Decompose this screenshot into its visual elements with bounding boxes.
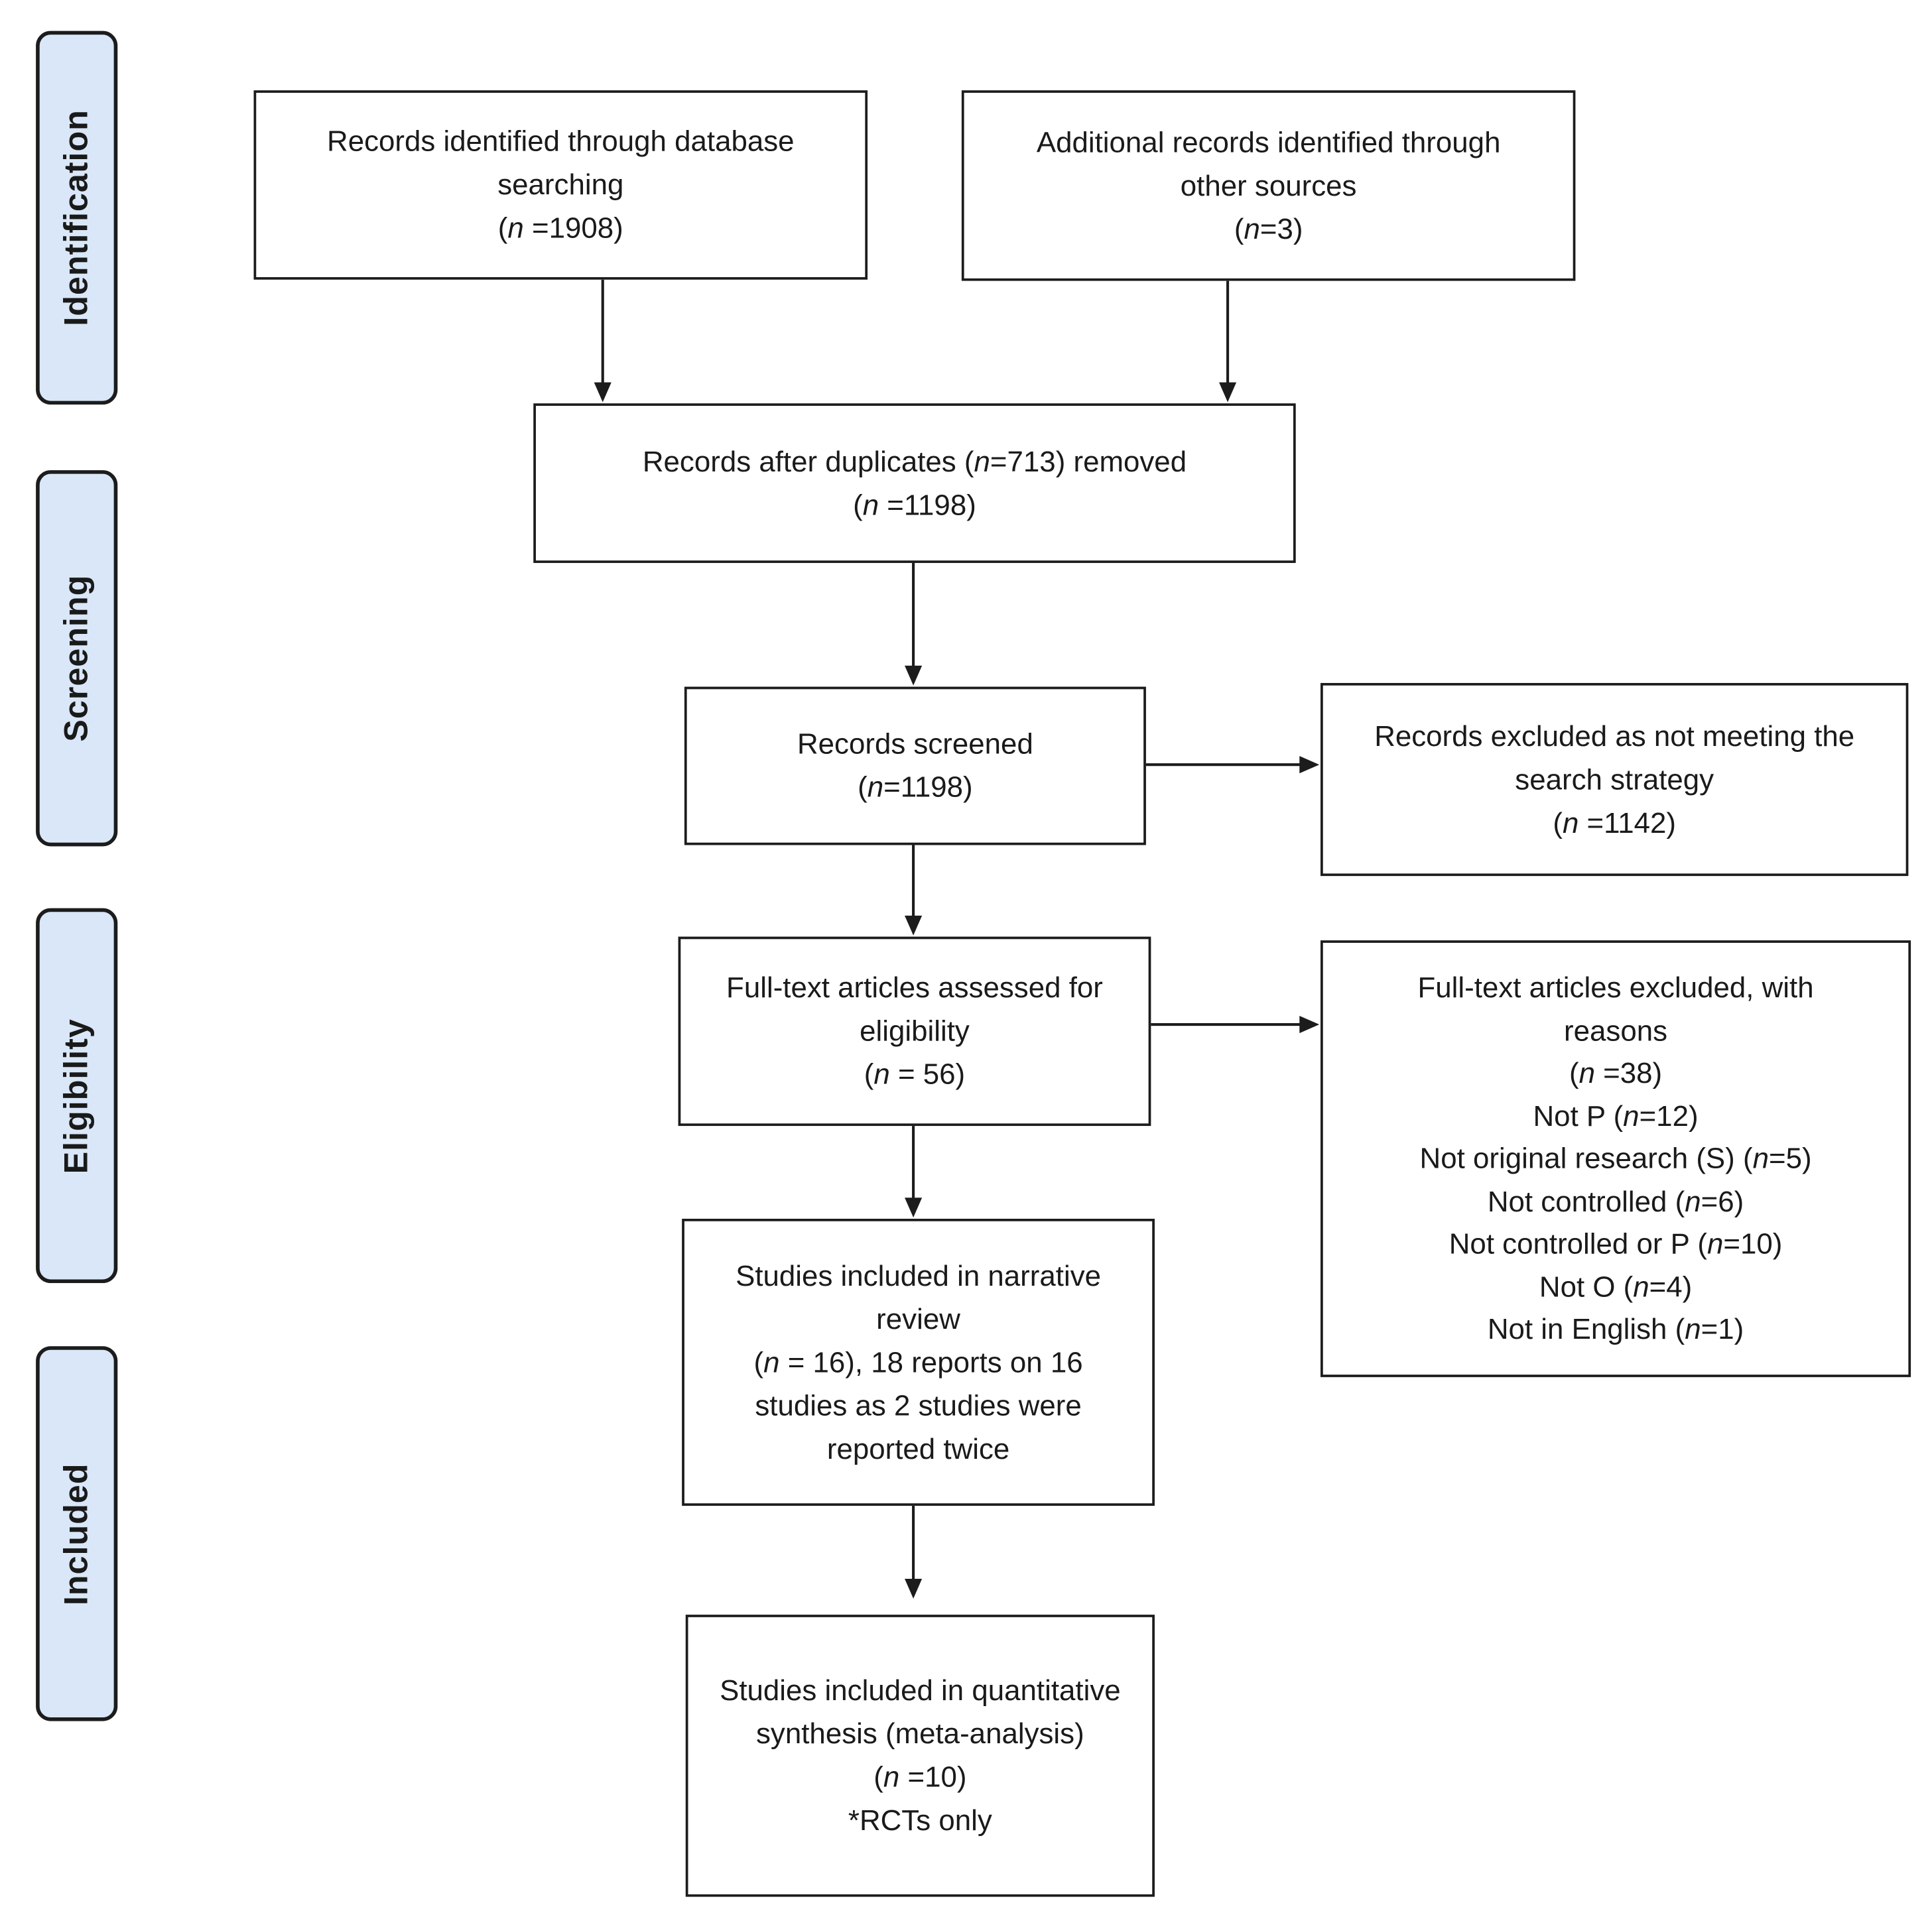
- after-duplicates-count: (n =1198): [853, 488, 976, 521]
- exclusion-reason: Not in English (n=1): [1487, 1313, 1744, 1345]
- arrowhead-fulltext-to-excluded: [1299, 1015, 1320, 1034]
- phase-included: Included: [36, 1346, 118, 1721]
- records-screened-count: (n=1198): [858, 771, 973, 804]
- box-records-excluded: Records excluded as not meeting the sear…: [1320, 683, 1909, 877]
- box-other-sources: Additional records identified through ot…: [961, 90, 1576, 281]
- fulltext-excluded-text: Full-text articles excluded, with reason…: [1417, 971, 1814, 1047]
- narrative-review-text: Studies included in narrative review: [736, 1259, 1102, 1335]
- fulltext-excluded-count: (n =38): [1569, 1057, 1663, 1089]
- arrowhead-screened-to-fulltext: [905, 915, 923, 936]
- box-narrative-review: Studies included in narrative review (n …: [682, 1219, 1155, 1506]
- box-after-duplicates: Records after duplicates (n=713) removed…: [533, 403, 1296, 564]
- narrative-review-count: (n = 16), 18 reports on 16 studies as 2 …: [753, 1345, 1083, 1465]
- exclusion-reason: Not O (n=4): [1539, 1270, 1693, 1303]
- other-sources-count: (n=3): [1234, 212, 1303, 245]
- arrowhead-dedup-to-screened: [905, 665, 923, 686]
- box-database-search: Records identified through database sear…: [253, 90, 868, 280]
- records-excluded-count: (n =1142): [1553, 806, 1677, 839]
- exclusion-reason: Not P (n=12): [1533, 1099, 1699, 1132]
- arrowhead-fulltext-to-narrative: [905, 1198, 923, 1218]
- records-screened-text: Records screened: [797, 727, 1033, 760]
- box-fulltext-assessed: Full-text articles assessed for eligibil…: [678, 936, 1151, 1127]
- after-duplicates-text: Records after duplicates (n=713) removed: [642, 444, 1187, 477]
- box-quantitative-synthesis: Studies included in quantitative synthes…: [685, 1615, 1155, 1897]
- phase-identification: Identification: [36, 31, 118, 405]
- exclusion-reason: Not original research (S) (n=5): [1419, 1142, 1812, 1175]
- records-excluded-text: Records excluded as not meeting the sear…: [1374, 719, 1855, 795]
- exclusion-reason: Not controlled or P (n=10): [1449, 1227, 1783, 1261]
- fulltext-assessed-count: (n = 56): [864, 1058, 966, 1090]
- exclusion-reason: Not controlled (n=6): [1487, 1185, 1744, 1217]
- other-sources-text: Additional records identified through ot…: [1036, 125, 1501, 202]
- arrowhead-database-to-dedup: [594, 382, 612, 402]
- box-fulltext-excluded: Full-text articles excluded, with reason…: [1320, 940, 1911, 1377]
- database-search-count: (n =1908): [497, 212, 623, 244]
- database-search-text: Records identified through database sear…: [327, 125, 795, 201]
- fulltext-assessed-text: Full-text articles assessed for eligibil…: [726, 971, 1103, 1047]
- arrowhead-narrative-to-quantitative: [905, 1579, 923, 1599]
- arrowhead-other-to-dedup: [1219, 382, 1237, 402]
- phase-eligibility: Eligibility: [36, 908, 118, 1284]
- phase-screening: Screening: [36, 470, 118, 847]
- arrowhead-screened-to-excluded: [1299, 756, 1320, 774]
- quantitative-synthesis-text: Studies included in quantitative synthes…: [720, 1674, 1121, 1750]
- quantitative-synthesis-note: *RCTs only: [848, 1804, 992, 1837]
- quantitative-synthesis-count: (n =10): [873, 1760, 967, 1793]
- box-records-screened: Records screened (n=1198): [684, 686, 1146, 845]
